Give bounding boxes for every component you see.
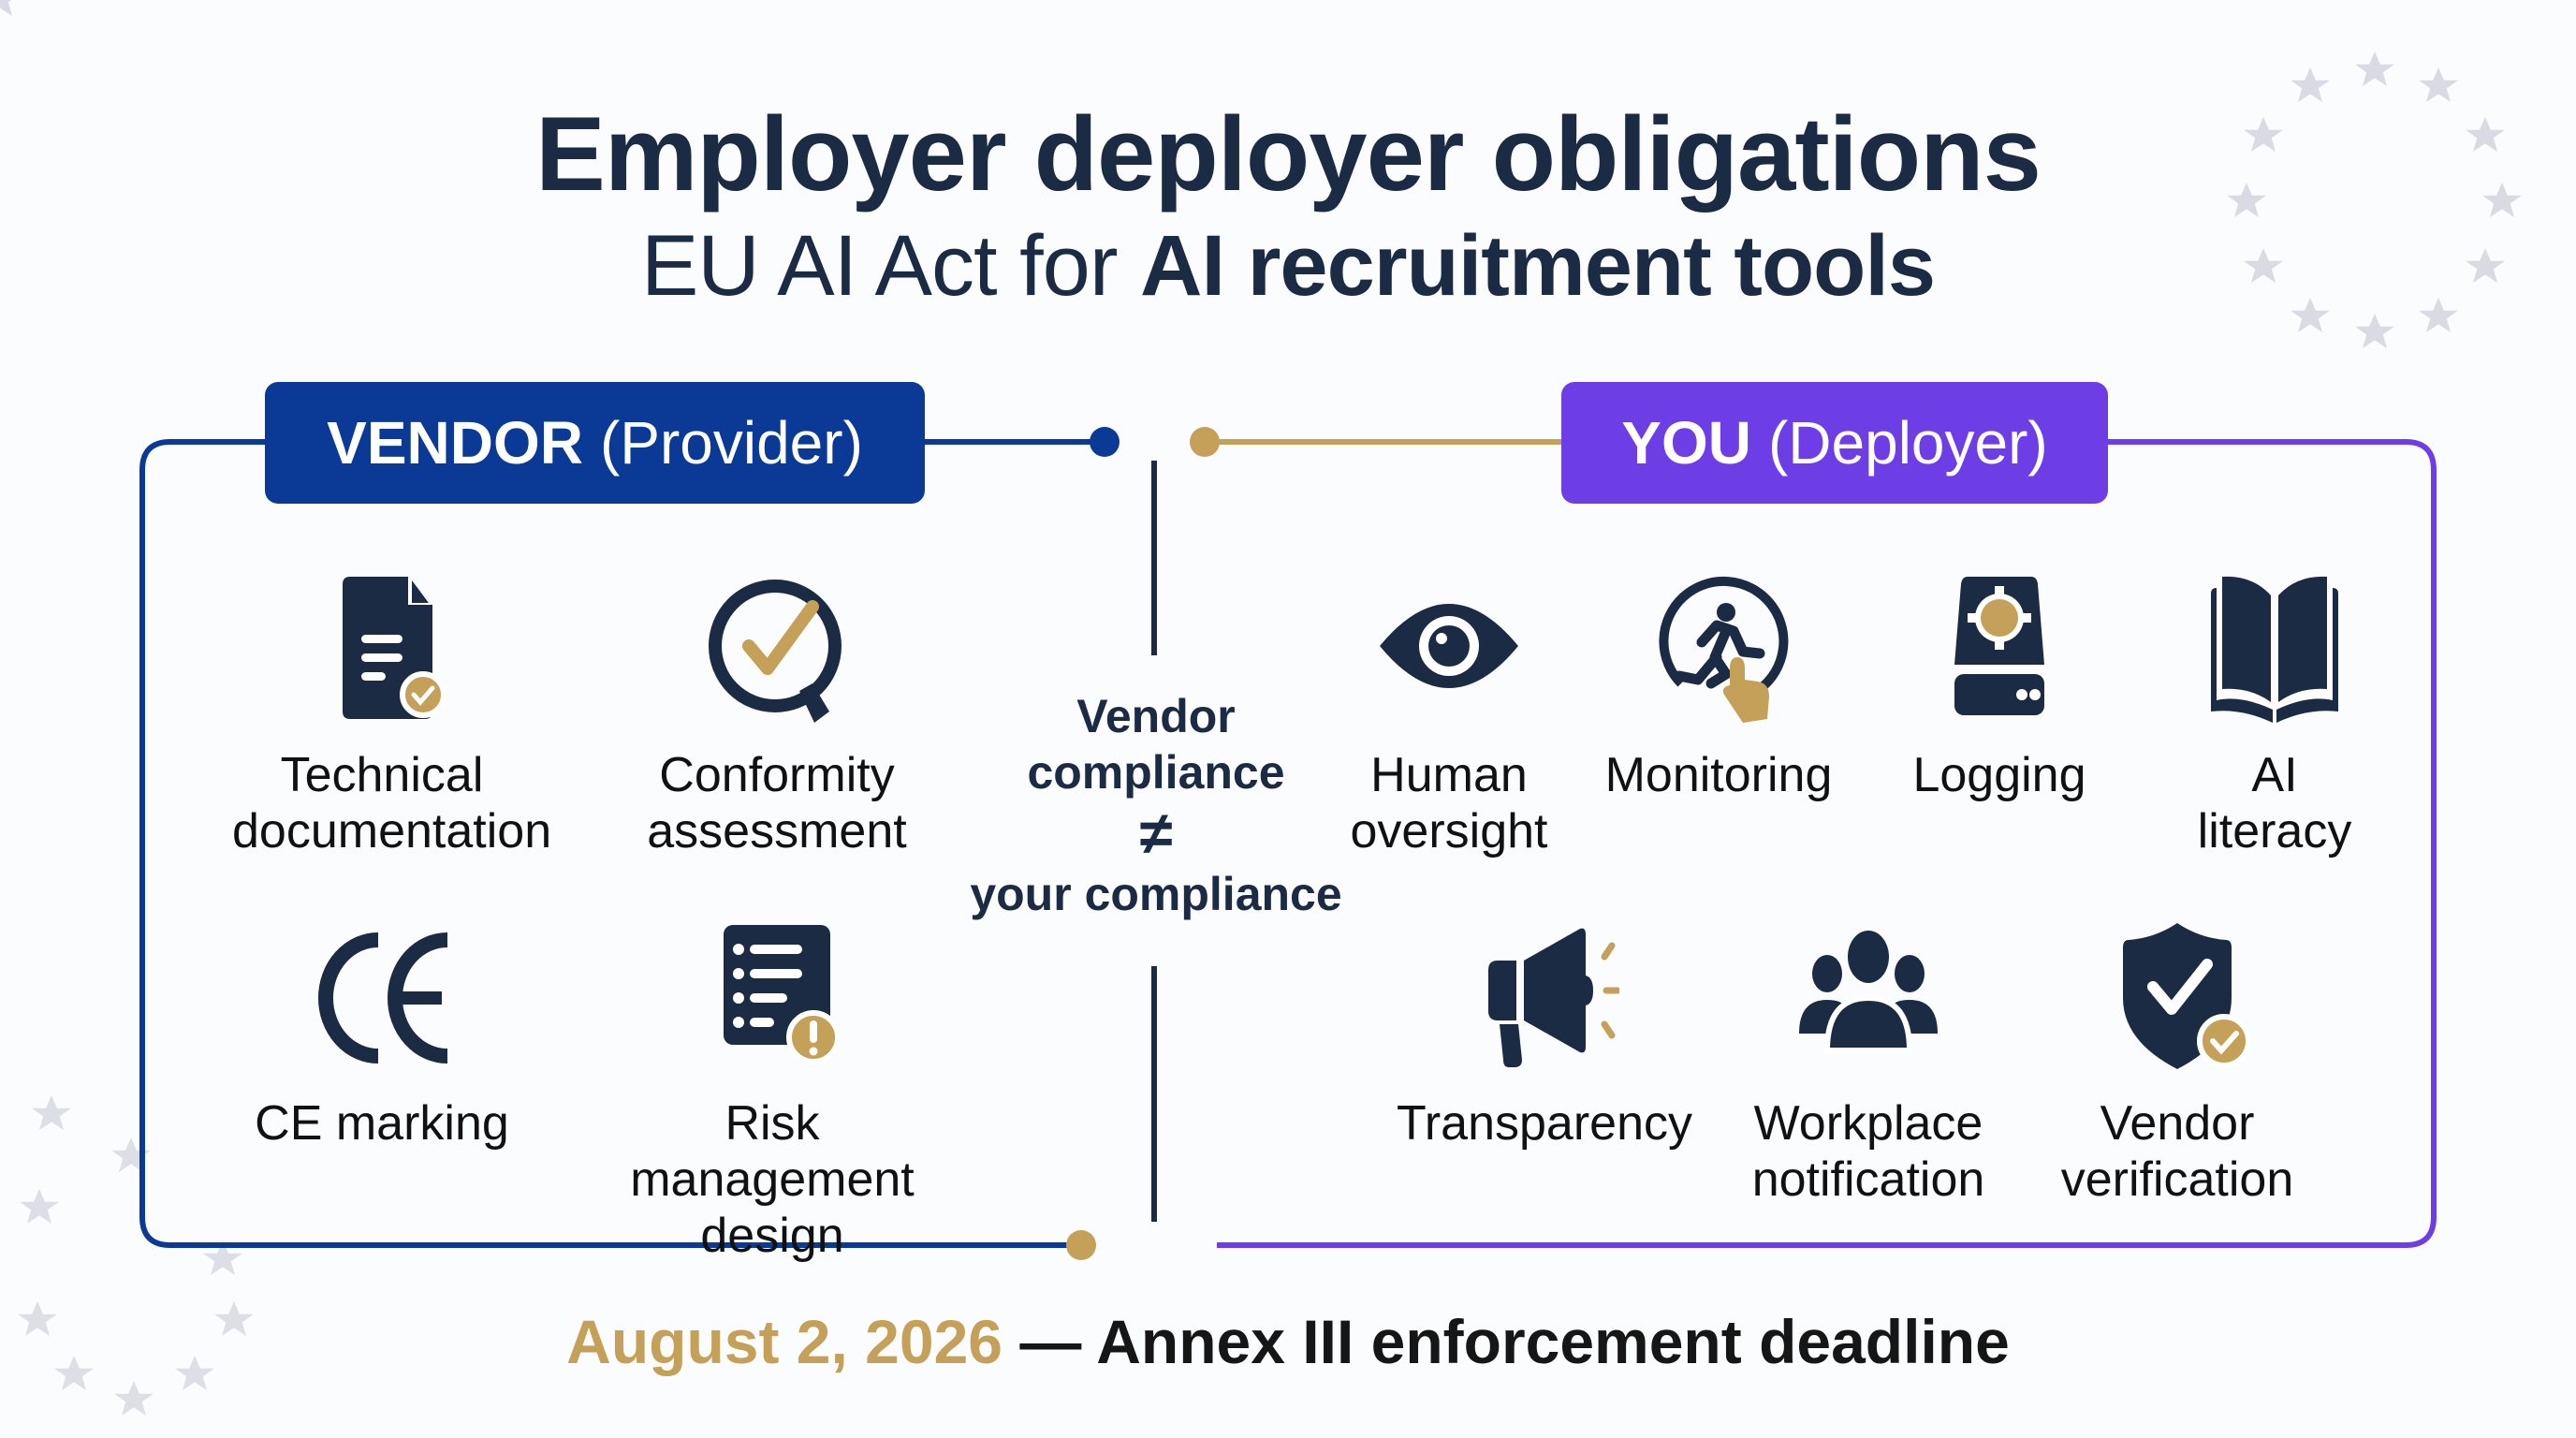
running-person-touch-icon <box>1659 576 1789 723</box>
deadline-date: August 2, 2026 <box>566 1307 1003 1376</box>
vendor-panel-border <box>139 439 1081 1248</box>
vendor-connector-dot <box>1090 427 1120 457</box>
eu-stars-top-right-icon <box>0 0 2522 348</box>
shield-check-icon <box>2123 923 2251 1069</box>
vendor-provider-label: VENDOR(Provider) <box>265 382 925 504</box>
deployer-item-vendor-verification: Vendor verification <box>2027 919 2327 1208</box>
page-subtitle: EU AI Act for AI recruitment tools <box>640 218 1936 314</box>
deployer-item-logging: Logging <box>1850 571 2149 803</box>
deployer-item-monitoring: Monitoring <box>1569 571 1868 803</box>
server-gear-icon <box>1954 577 2044 715</box>
not-equal-symbol: ≠ <box>1139 800 1173 867</box>
vendor-item-technical-documentation: Technical documentation <box>232 571 551 859</box>
list-warning-icon <box>724 925 841 1064</box>
deadline-footer: August 2, 2026 — Annex III enforcement d… <box>566 1307 2010 1376</box>
megaphone-icon <box>1488 928 1619 1067</box>
open-book-icon <box>2211 576 2338 723</box>
group-icon <box>1799 931 1938 1053</box>
ce-mark-icon <box>318 932 448 1064</box>
deployer-item-human-oversight: Human oversight <box>1299 571 1599 859</box>
you-deployer-label: YOU(Deployer) <box>1561 382 2108 504</box>
page-title: Employer deployer obligations <box>535 95 2042 213</box>
magnifier-check-icon <box>709 580 842 723</box>
vendor-vs-your-compliance-note: Vendor compliance ≠ your compliance <box>945 688 1367 922</box>
deployer-connector-dot <box>1190 427 1220 457</box>
deployer-item-workplace-notification: Workplace notification <box>1719 919 2018 1208</box>
vendor-bottom-gold-dot <box>1066 1230 1096 1260</box>
deployer-item-ai-literacy: AI literacy <box>2125 571 2424 859</box>
vendor-item-risk-management-design: Risk management design <box>599 919 945 1264</box>
vendor-item-ce-marking: CE marking <box>232 919 532 1152</box>
document-check-icon <box>343 577 446 719</box>
deployer-panel-border <box>1217 439 2437 1248</box>
deployer-item-transparency: Transparency <box>1395 919 1694 1152</box>
vendor-item-conformity-assessment: Conformity assessment <box>627 571 927 859</box>
eye-icon <box>1380 604 1518 688</box>
